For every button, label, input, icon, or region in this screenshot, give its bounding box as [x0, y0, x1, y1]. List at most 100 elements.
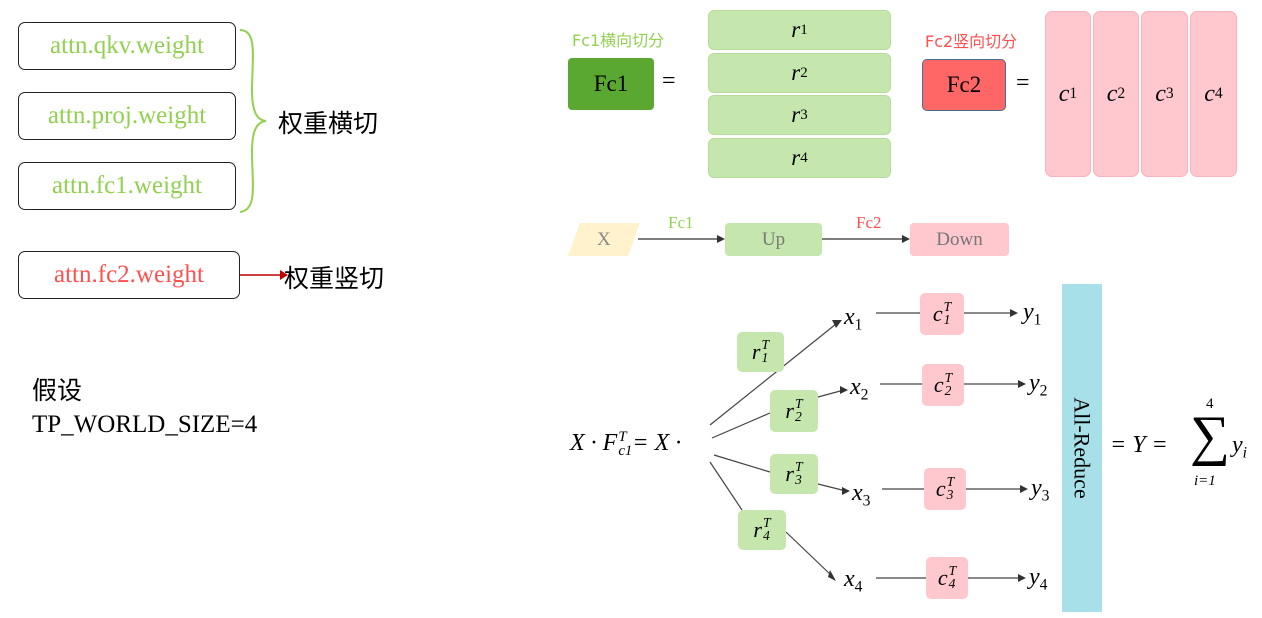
x-sub: 3	[862, 492, 871, 510]
c-letter: c	[935, 476, 946, 501]
sum-bottom: i=1	[1194, 473, 1216, 489]
sum-term: yi	[1232, 432, 1247, 462]
arrowhead-x1	[832, 320, 842, 328]
fc1-split-caption: Fc1横向切分	[572, 31, 665, 50]
y-output-2: y2	[1029, 370, 1047, 400]
weight-box-fc1: attn.fc1.weight	[18, 162, 236, 210]
r-sub: 3	[794, 472, 802, 487]
x-output-2: x2	[850, 374, 868, 404]
lhs-rest: = X ·	[632, 430, 682, 456]
fc2-equals: =	[1016, 70, 1030, 96]
c-sub: 2	[944, 383, 952, 398]
c-sup: T	[946, 474, 955, 490]
r-sub: 1	[761, 350, 769, 365]
lhs-sup: T	[618, 429, 627, 446]
branch-line-1	[709, 323, 837, 426]
assumption-line-1: 假设	[32, 376, 83, 405]
row-letter: r	[791, 17, 801, 42]
allreduce-bar: All-Reduce	[1062, 284, 1102, 612]
col-letter: c	[1155, 80, 1166, 107]
flow-arrowhead-x-up	[717, 235, 725, 243]
c-sup: T	[943, 299, 952, 315]
y-letter: y	[1029, 564, 1040, 590]
input-parallelogram	[568, 223, 640, 256]
y-letter: y	[1031, 475, 1042, 501]
c-sub: 4	[948, 576, 956, 591]
r-sub: 4	[762, 528, 770, 543]
allreduce-label: All-Reduce	[1070, 397, 1095, 499]
lhs-sub: c1	[618, 443, 633, 460]
y-output-1: y1	[1023, 299, 1041, 329]
arrowhead-y1	[1010, 309, 1018, 317]
c-letter: c	[932, 301, 943, 326]
row-sub: 1	[800, 21, 808, 38]
sum-term-letter: y	[1232, 432, 1243, 458]
y-sub: 4	[1039, 576, 1048, 594]
c-sub: 1	[943, 312, 951, 327]
arrowhead-x4	[828, 570, 836, 581]
r-letter: r	[751, 339, 761, 364]
r-letter: r	[785, 398, 794, 423]
col-sub: 4	[1214, 85, 1223, 102]
r-sub: 2	[794, 409, 802, 424]
flow-fc1-label: Fc1	[668, 213, 694, 232]
x-sub: 1	[854, 316, 863, 334]
branch-line-2a	[711, 412, 771, 439]
r-sup: T	[794, 396, 803, 412]
branch-line-2b	[817, 389, 845, 398]
y-letter: y	[1023, 299, 1034, 325]
y-output-3: y3	[1031, 475, 1049, 505]
assumption-text: 假设 TP_WORLD_SIZE=4	[32, 374, 257, 442]
c-letter: c	[937, 565, 948, 590]
fc2-split-caption: Fc2竖向切分	[925, 32, 1018, 51]
x-output-4: x4	[844, 566, 862, 596]
lhs-x-f: X · F	[570, 430, 618, 456]
flow-up-box: Up	[725, 223, 822, 256]
flow-down-box: Down	[910, 223, 1009, 256]
arrowhead-y2	[1018, 380, 1026, 388]
arrowhead-x3	[842, 487, 850, 495]
x-letter: x	[844, 304, 855, 330]
row-sub: 4	[800, 149, 808, 166]
x-sub: 2	[860, 386, 869, 404]
sum-term-sub: i	[1242, 444, 1247, 462]
col-split-label: 权重竖切	[284, 264, 385, 293]
branch-line-4a	[709, 461, 743, 511]
branch-line-3b	[817, 483, 847, 492]
row-letter: r	[791, 60, 801, 85]
arrowhead-y4	[1018, 574, 1026, 582]
r-letter: r	[785, 461, 794, 486]
result-eq: = Y =	[1110, 432, 1168, 458]
flow-input-label: X	[597, 229, 611, 250]
y-sub: 2	[1039, 382, 1048, 400]
weight-box-fc2: attn.fc2.weight	[18, 251, 240, 299]
y-sub: 1	[1033, 311, 1042, 329]
x-sub: 4	[854, 578, 863, 596]
assumption-line-2: TP_WORLD_SIZE=4	[32, 411, 258, 438]
x-letter: x	[850, 374, 861, 400]
sigma-icon: ∑	[1190, 405, 1230, 467]
y-sub: 3	[1041, 487, 1050, 505]
c-sup: T	[948, 563, 957, 579]
